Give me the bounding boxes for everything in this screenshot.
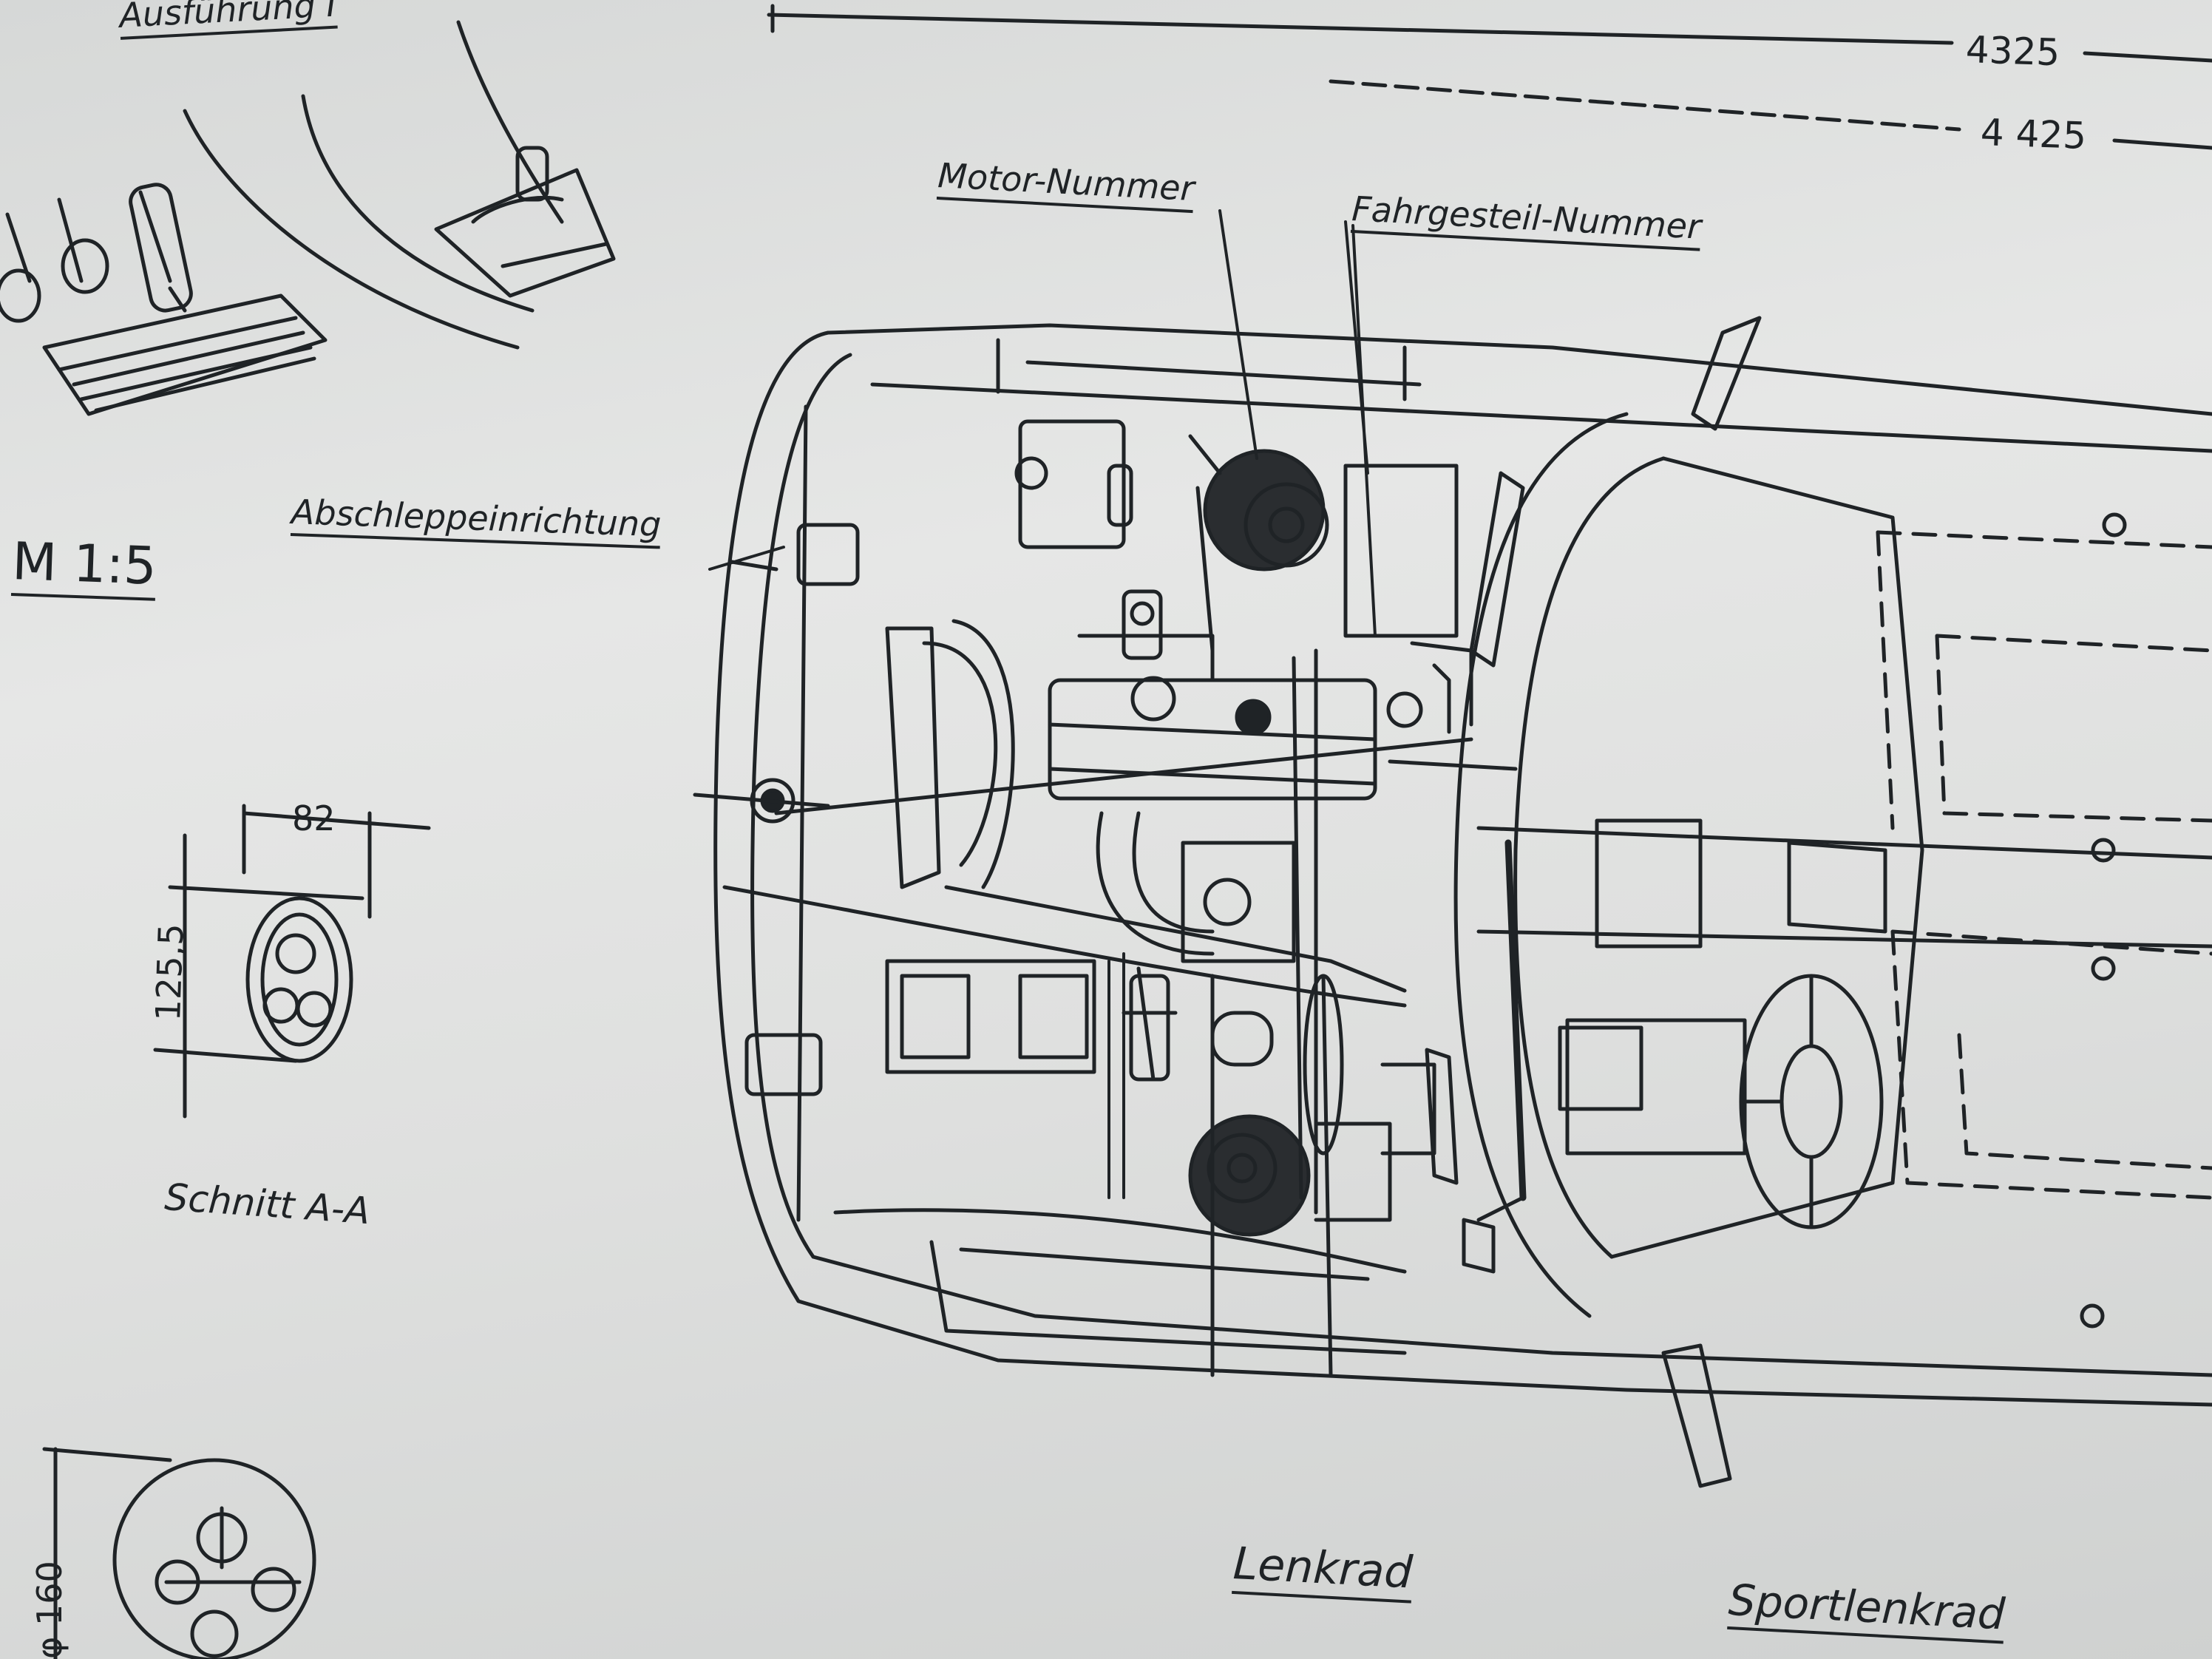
dimension-4425-label: 4 425 [1979, 111, 2088, 157]
leader-lines [708, 209, 1377, 637]
dimension-4325-label: 4325 [1964, 28, 2061, 75]
section-a-a-detail [153, 804, 431, 1119]
diameter-160-label: φ 160 [30, 1561, 69, 1659]
engine-assembly [722, 338, 1518, 1377]
diameter-160-detail [42, 1447, 316, 1659]
pedal-inset [0, 20, 616, 416]
dimension-lines-top [767, 4, 2212, 150]
car-body-outline [713, 316, 2212, 1488]
dimension-82-label: 82 [292, 798, 336, 838]
dimension-125-5-label: 125,5 [148, 923, 191, 1022]
scale-label: M 1:5 [10, 531, 158, 601]
lenkrad-label: Lenkrad [1232, 1538, 1414, 1604]
front-details [693, 404, 860, 1222]
